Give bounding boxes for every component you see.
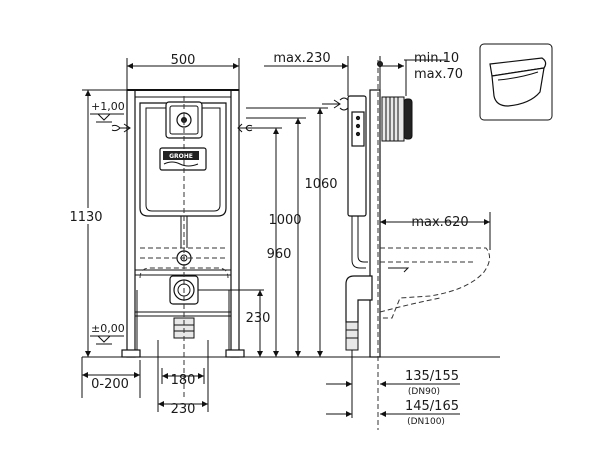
left-foot [121,349,141,358]
dim-min10: min.10 [414,51,459,66]
dim-230-width: 230 [171,402,196,417]
dim-960: 960 [267,247,292,262]
dim-max230: max.230 [273,51,330,66]
dim-total-height: 1130 [69,210,102,225]
dim-width: 500 [171,53,196,68]
right-foot [225,349,245,358]
dim-1060: 1060 [304,177,337,192]
level-top-mark [97,113,111,121]
dim-230-height: 230 [246,311,271,326]
wc-bowl-icon [491,67,545,107]
waste-elbow [345,275,373,323]
dim-max620: max.620 [411,215,468,230]
grohe-logo [163,151,199,160]
dim-dn90-label: (DN90) [408,387,440,397]
dim-dn100-value: 145/165 [405,399,459,414]
dim-dn90-value: 135/155 [405,369,459,384]
inlet-arrow-side [322,99,341,109]
front-view: GROHE 500 1130 +1,00 [64,53,348,417]
flush-plate-side [381,96,405,142]
bowl-dashed-outline [380,247,490,319]
dim-180: 180 [171,373,196,388]
level-top-label: +1,00 [91,100,125,113]
side-view: max.230 min.10 max.70 max.620 135/155 (D… [264,51,500,430]
dim-adjust-range: 0-200 [91,377,129,392]
frame-right-post [230,89,240,358]
inlet-arrow-right [237,123,246,133]
dim-max70: max.70 [414,67,463,82]
inlet-arrow-left [120,123,131,133]
waste-down-pipe [345,321,359,351]
flush-button [403,98,413,140]
dim-1000: 1000 [268,213,301,228]
dim-dn100-label: (DN100) [407,417,445,427]
wc-inset [479,43,553,121]
level-floor-label: ±0,00 [91,322,125,335]
level-floor-mark [97,335,111,343]
frame-left-post [126,89,136,358]
brand-label: GROHE [169,153,193,160]
